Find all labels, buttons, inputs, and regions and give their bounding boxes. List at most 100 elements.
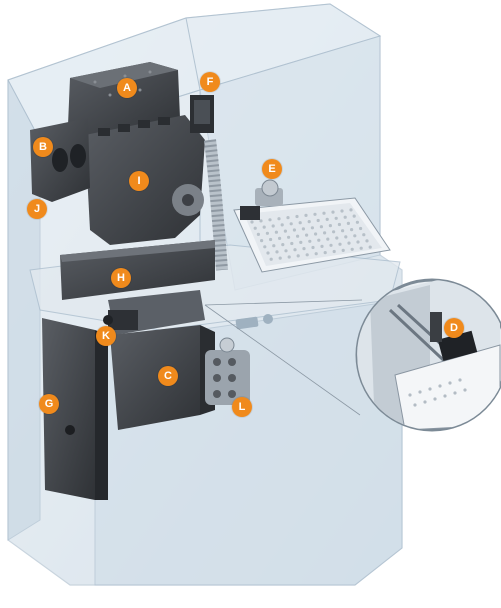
tray-well bbox=[287, 255, 291, 259]
callout-l: L bbox=[232, 397, 252, 417]
tray-well bbox=[289, 222, 293, 226]
tray-well bbox=[302, 247, 306, 251]
callout-c: C bbox=[158, 366, 178, 386]
tray-well bbox=[272, 244, 276, 248]
tray-well bbox=[353, 234, 357, 238]
tray-well bbox=[355, 220, 359, 224]
tray-well bbox=[262, 225, 266, 229]
zoom-leader bbox=[204, 299, 363, 416]
tray-well bbox=[253, 226, 257, 230]
tray-well bbox=[265, 231, 269, 235]
tray-well bbox=[359, 246, 363, 250]
tray-well bbox=[268, 218, 272, 222]
tray-well bbox=[250, 220, 254, 224]
tray-well bbox=[346, 221, 350, 225]
tray-well bbox=[305, 253, 309, 257]
tray-well bbox=[325, 217, 329, 221]
tray-well bbox=[269, 237, 273, 242]
tray-well bbox=[271, 224, 275, 228]
fan-unit bbox=[172, 184, 204, 216]
callout-e: E bbox=[262, 159, 282, 179]
tray-well bbox=[326, 237, 330, 241]
tray-well bbox=[343, 215, 347, 219]
tray-well bbox=[307, 220, 311, 224]
callout-a: A bbox=[117, 78, 137, 98]
callout-j: J bbox=[27, 199, 47, 219]
tray-well bbox=[296, 254, 300, 258]
tray-well bbox=[350, 228, 354, 232]
tray-well bbox=[323, 231, 327, 235]
control-panel bbox=[235, 314, 273, 330]
tray-well bbox=[296, 234, 300, 238]
component-f-device bbox=[190, 95, 214, 133]
tray-well bbox=[305, 233, 309, 237]
tray-well bbox=[260, 239, 264, 243]
tray-well bbox=[280, 223, 284, 227]
tray-well bbox=[352, 214, 356, 218]
tray-well bbox=[341, 248, 345, 252]
tray-well bbox=[292, 228, 296, 232]
component-h-gantry bbox=[60, 240, 215, 300]
tray-well bbox=[350, 247, 354, 251]
component-e-tray bbox=[233, 179, 391, 273]
tray-well bbox=[290, 241, 294, 246]
tray-well bbox=[340, 209, 344, 213]
tray-well bbox=[365, 239, 369, 243]
tray-well bbox=[337, 222, 341, 227]
tray-well bbox=[314, 252, 318, 256]
component-g-panel bbox=[42, 318, 108, 500]
tray-well bbox=[317, 238, 321, 242]
tray-well bbox=[310, 226, 314, 230]
tray-well bbox=[259, 219, 263, 223]
tray-well bbox=[283, 229, 287, 233]
tray-well bbox=[277, 217, 281, 221]
component-a-top-unit bbox=[68, 62, 180, 138]
tray-well bbox=[275, 250, 279, 254]
tray-well bbox=[344, 235, 348, 239]
tray-well bbox=[356, 240, 360, 244]
tray-well bbox=[349, 208, 353, 212]
component-k-holder bbox=[103, 290, 205, 335]
callout-i: I bbox=[129, 171, 149, 191]
tray-well bbox=[313, 212, 317, 216]
tray-well bbox=[368, 245, 372, 249]
flex-hose bbox=[204, 139, 228, 271]
tray-well bbox=[335, 236, 339, 240]
tray-well bbox=[266, 251, 270, 255]
tray-well bbox=[295, 214, 299, 219]
tray-well bbox=[341, 229, 345, 233]
tray-well bbox=[263, 245, 267, 249]
tray-well bbox=[322, 211, 326, 215]
tray-well bbox=[311, 245, 315, 250]
callout-d: D bbox=[444, 318, 464, 338]
component-b-side-block bbox=[30, 118, 90, 202]
callout-g: G bbox=[39, 394, 59, 414]
tray-well bbox=[338, 242, 342, 246]
tray-well bbox=[299, 240, 303, 244]
tray-well bbox=[301, 227, 305, 231]
tray-well bbox=[359, 226, 363, 231]
tray-well bbox=[304, 213, 308, 217]
tray-well bbox=[332, 249, 336, 254]
tray-well bbox=[284, 249, 288, 253]
tray-well bbox=[314, 232, 318, 236]
tray-well bbox=[347, 241, 351, 245]
tray-well bbox=[328, 224, 332, 228]
tray-well bbox=[329, 243, 333, 247]
tray-well bbox=[316, 218, 320, 223]
tray-well bbox=[362, 233, 366, 237]
tray-well bbox=[269, 257, 273, 261]
tray-well bbox=[331, 210, 335, 214]
tray-well bbox=[286, 216, 290, 220]
tray-well bbox=[319, 225, 323, 229]
tray-well bbox=[320, 244, 324, 248]
tray-well bbox=[256, 232, 260, 236]
callout-f: F bbox=[200, 72, 220, 92]
tray-well bbox=[334, 216, 338, 220]
callout-h: H bbox=[111, 268, 131, 288]
tray-well bbox=[287, 235, 291, 239]
tray-well bbox=[323, 251, 327, 255]
tray-well bbox=[274, 230, 278, 234]
tray-well bbox=[281, 243, 285, 247]
